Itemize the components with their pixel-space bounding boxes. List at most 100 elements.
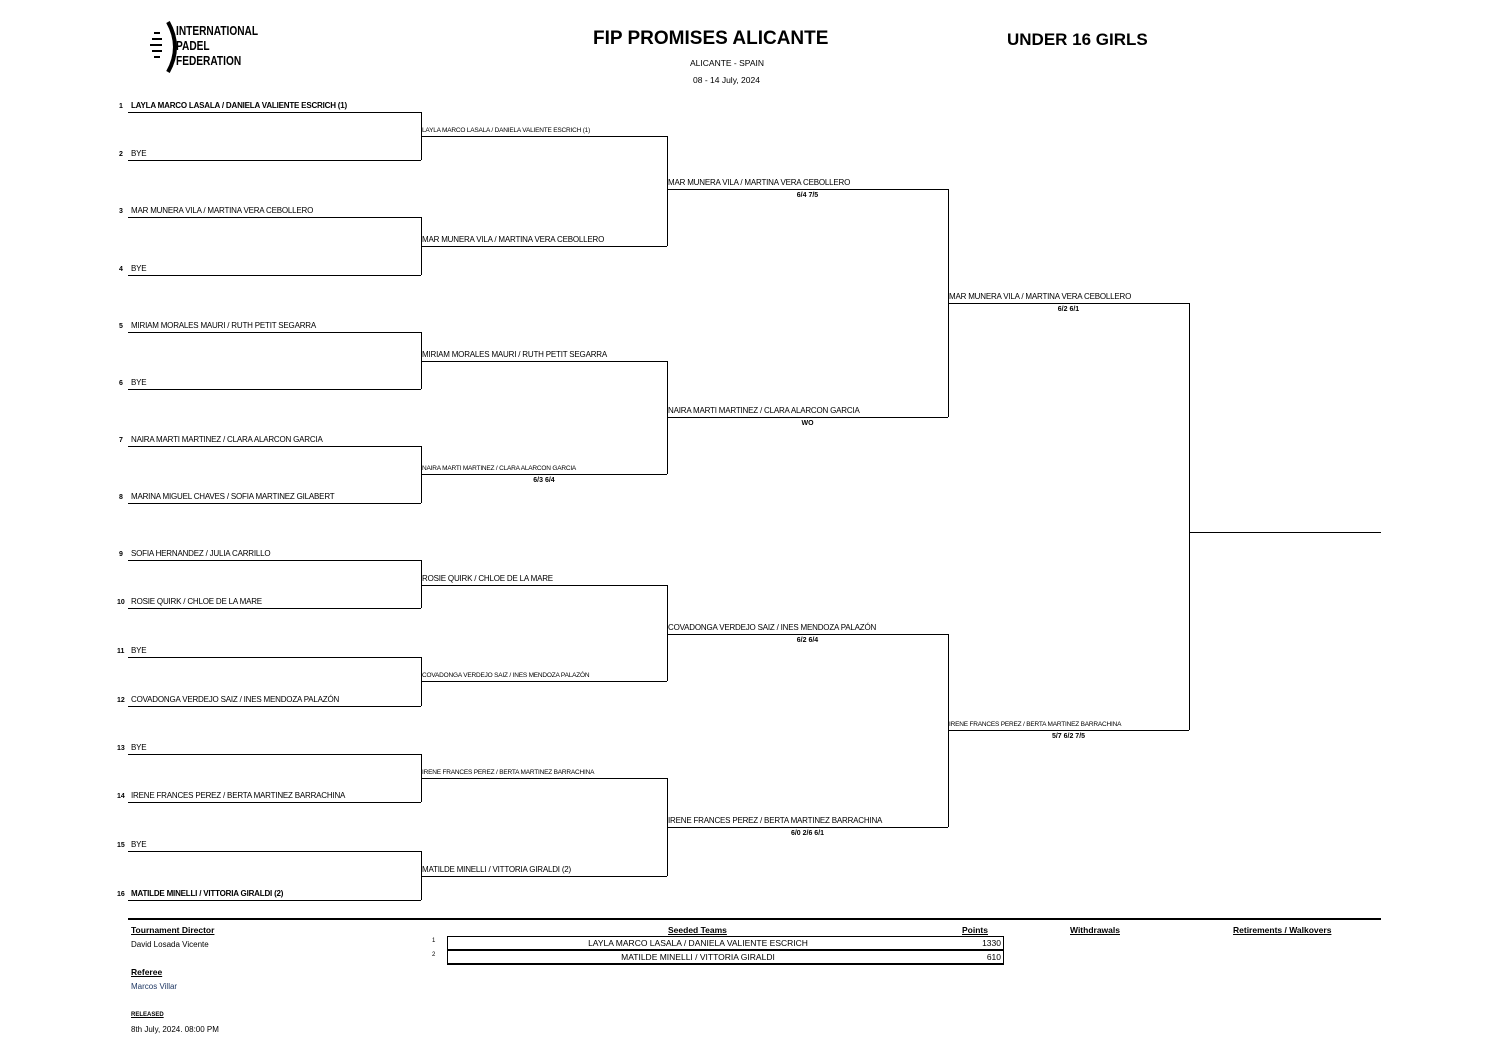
bracket-connector (421, 851, 422, 900)
bracket-line (128, 608, 421, 609)
bracket-connector (1189, 303, 1190, 730)
bracket-line (421, 876, 667, 877)
team-name: BYE (131, 743, 147, 752)
fip-logo: INTERNATIONAL PADEL FEDERATION (148, 20, 273, 74)
seed-points: 1330 (982, 938, 1001, 948)
logo-text: FEDERATION (176, 53, 242, 68)
location: ALICANTE - SPAIN (690, 58, 764, 68)
bracket-line (421, 136, 667, 137)
draw-position: 15 (117, 842, 125, 849)
footer-divider (128, 918, 1381, 920)
bracket-line (421, 778, 667, 779)
referee-name: Marcos Villar (131, 982, 178, 991)
team-name: NAIRA MARTI MARTINEZ / CLARA ALARCON GAR… (422, 465, 577, 472)
draw-position: 1 (119, 103, 123, 110)
team-name: BYE (131, 149, 147, 158)
match-score: 5/7 6/2 7/5 (1051, 733, 1086, 740)
match-score: 6/2 6/4 (796, 637, 819, 644)
draw-position: 4 (119, 266, 123, 273)
bracket-line (421, 246, 667, 247)
bracket-line (128, 332, 421, 333)
team-name: MAR MUNERA VILA / MARTINA VERA CEBOLLERO (668, 178, 851, 187)
seeded-label: Seeded Teams (668, 925, 727, 935)
bracket-line (667, 417, 948, 418)
tournament-title: FIP PROMISES ALICANTE (593, 28, 829, 49)
seeded-team-row: LAYLA MARCO LASALA / DANIELA VALIENTE ES… (447, 936, 1004, 951)
team-name: MATILDE MINELLI / VITTORIA GIRALDI (2) (422, 865, 572, 874)
draw-position: 2 (119, 151, 123, 158)
logo-mark-icon (150, 21, 177, 73)
team-name: COVADONGA VERDEJO SAIZ / INES MENDOZA PA… (131, 695, 340, 704)
bracket-line (1189, 532, 1381, 533)
team-name: MARINA MIGUEL CHAVES / SOFIA MARTINEZ GI… (131, 492, 335, 501)
team-name: NAIRA MARTI MARTINEZ / CLARA ALARCON GAR… (131, 435, 323, 444)
director-name: David Losada Vicente (131, 940, 209, 949)
draw-position: 12 (117, 697, 125, 704)
match-score: 6/2 6/1 (1057, 306, 1080, 313)
draw-position: 5 (119, 323, 123, 330)
draw-position: 13 (117, 745, 125, 752)
match-score: WO (801, 420, 814, 427)
draw-position: 7 (119, 437, 123, 444)
draw-position: 6 (119, 380, 123, 387)
bracket-line (128, 657, 421, 658)
team-name: LAYLA MARCO LASALA / DANIELA VALIENTE ES… (422, 127, 591, 134)
bracket-line (421, 361, 667, 362)
bracket-line (128, 851, 421, 852)
seed-points: 610 (986, 952, 1001, 962)
team-name: NAIRA MARTI MARTINEZ / CLARA ALARCON GAR… (668, 406, 860, 415)
bracket-connector (667, 136, 668, 246)
team-name: MATILDE MINELLI / VITTORIA GIRALDI (2) (131, 889, 284, 898)
team-name: MIRIAM MORALES MAURI / RUTH PETIT SEGARR… (422, 350, 608, 359)
bracket-line (128, 160, 421, 161)
bracket-line (128, 503, 421, 504)
bracket-line (421, 474, 667, 475)
bracket-line (128, 754, 421, 755)
draw-position: 3 (119, 208, 123, 215)
retirements-label: Retirements / Walkovers (1233, 925, 1332, 935)
bracket-line (128, 112, 421, 113)
bracket-connector (421, 560, 422, 608)
released-date: 8th July, 2024. 08:00 PM (131, 1025, 219, 1034)
team-name: IRENE FRANCES PEREZ / BERTA MARTINEZ BAR… (668, 816, 883, 825)
bracket-line (128, 275, 421, 276)
draw-position: 8 (119, 494, 123, 501)
team-name: COVADONGA VERDEJO SAIZ / INES MENDOZA PA… (668, 623, 877, 632)
bracket-line (948, 303, 1189, 304)
points-label: Points (962, 925, 988, 935)
seed-number: 2 (432, 952, 436, 958)
draw-position: 14 (117, 793, 125, 800)
bracket-line (667, 827, 948, 828)
match-score: 6/4 7/5 (796, 192, 819, 199)
bracket-connector (667, 585, 668, 681)
released-label: RELEASED (131, 1012, 164, 1018)
draw-position: 9 (119, 551, 123, 558)
seeded-team: LAYLA MARCO LASALA / DANIELA VALIENTE ES… (588, 938, 808, 948)
category-title: UNDER 16 GIRLS (1007, 30, 1148, 49)
team-name: LAYLA MARCO LASALA / DANIELA VALIENTE ES… (131, 101, 347, 110)
team-name: ROSIE QUIRK / CHLOE DE LA MARE (422, 574, 553, 583)
team-name: BYE (131, 646, 147, 655)
team-name: MAR MUNERA VILA / MARTINA VERA CEBOLLERO (422, 235, 605, 244)
bracket-line (128, 706, 421, 707)
team-name: MAR MUNERA VILA / MARTINA VERA CEBOLLERO (949, 292, 1132, 301)
draw-position: 11 (117, 648, 125, 655)
bracket-line (421, 585, 667, 586)
bracket-line (421, 681, 667, 682)
team-name: IRENE FRANCES PEREZ / BERTA MARTINEZ BAR… (949, 721, 1122, 728)
team-name: SOFIA HERNANDEZ / JULIA CARRILLO (131, 549, 271, 558)
bracket-line (948, 730, 1189, 731)
team-name: COVADONGA VERDEJO SAIZ / INES MENDOZA PA… (422, 672, 590, 679)
bracket-line (128, 389, 421, 390)
team-name: MAR MUNERA VILA / MARTINA VERA CEBOLLERO (131, 206, 314, 215)
withdrawals-label: Withdrawals (1070, 925, 1120, 935)
team-name: BYE (131, 378, 147, 387)
director-label: Tournament Director (131, 925, 215, 935)
bracket-line (128, 217, 421, 218)
draw-position: 16 (117, 891, 125, 898)
bracket-connector (421, 332, 422, 389)
bracket-line (128, 560, 421, 561)
bracket-line (667, 189, 948, 190)
